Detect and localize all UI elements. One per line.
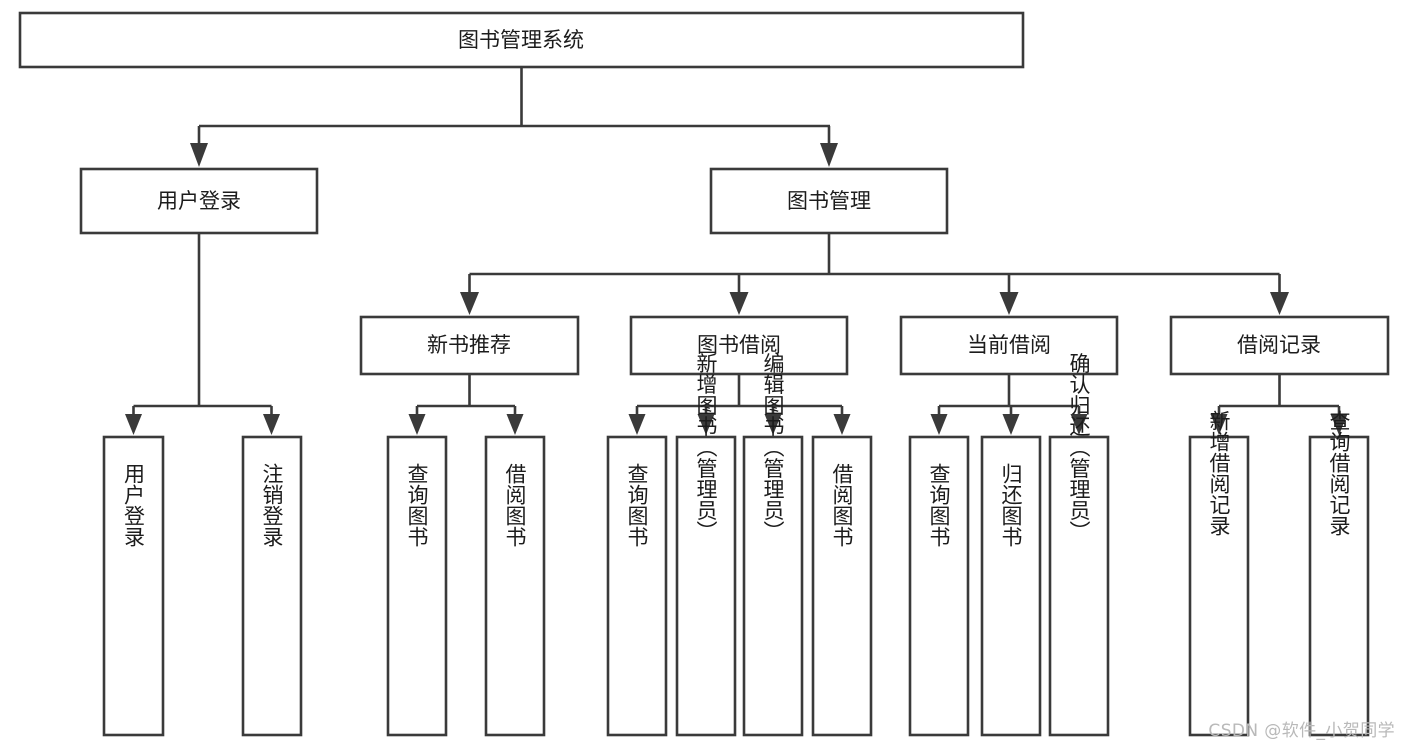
arrow-to-leaf-br-add — [1210, 414, 1228, 435]
node-user-login-label: 用户登录 — [157, 189, 241, 213]
arrow-to-leaf-rec-query — [408, 414, 426, 435]
leaf-br-add-label: 新增借阅记录 — [1207, 410, 1231, 536]
arrow-to-leaf-user-logout — [263, 414, 280, 435]
leaf-br-query-label: 查询借阅记录 — [1327, 410, 1351, 536]
node-book-borrow[interactable]: 图书借阅 — [629, 315, 849, 376]
arrow-to-leaf-bb-add — [697, 414, 715, 435]
arrow-to-level3-1 — [460, 292, 479, 315]
node-borrow-record-box[interactable] — [1169, 315, 1390, 376]
leaf-bb-edit-label: 编辑图书（管理员） — [761, 353, 785, 542]
leaf-user-login[interactable]: 用户登录 — [102, 435, 165, 737]
leaf-br-add[interactable]: 新增借阅记录 — [1188, 410, 1250, 737]
leaf-user-login-box[interactable] — [102, 435, 165, 737]
leaf-cb-confirm[interactable]: 确认归还（管理员） — [1048, 353, 1110, 737]
leaf-bb-edit-box[interactable] — [742, 435, 804, 737]
arrow-to-leaf-bb-borrow — [833, 414, 851, 435]
node-new-book-rec-label: 新书推荐 — [427, 333, 511, 357]
csdn-watermark: CSDN @软件_小贺同学 — [1208, 721, 1395, 741]
leaf-bb-query-label: 查询图书 — [625, 463, 649, 547]
arrow-to-leaf-bb-edit — [764, 414, 782, 435]
leaf-br-query[interactable]: 查询借阅记录 — [1308, 410, 1370, 737]
arrow-to-leaf-rec-borrow — [506, 414, 524, 435]
arrow-to-level3-2 — [729, 292, 749, 315]
leaf-rec-query-label: 查询图书 — [405, 463, 429, 547]
leaf-bb-query[interactable]: 查询图书 — [606, 435, 668, 737]
arrow-to-user-login — [190, 143, 208, 167]
edge-new-book-rec-trunk — [415, 374, 517, 424]
leaf-cb-query-box[interactable] — [908, 435, 970, 737]
arrow-to-leaf-cb-return — [1002, 414, 1020, 435]
leaf-rec-query[interactable]: 查询图书 — [386, 435, 448, 737]
leaf-rec-borrow[interactable]: 借阅图书 — [484, 435, 546, 737]
node-new-book-rec-box[interactable] — [359, 315, 580, 376]
node-new-book-rec[interactable]: 新书推荐 — [359, 315, 580, 376]
node-current-borrow[interactable]: 当前借阅 — [899, 315, 1119, 376]
edge-root-trunk — [197, 67, 831, 155]
arrow-to-leaf-bb-query — [628, 414, 646, 435]
node-book-manage[interactable]: 图书管理 — [709, 167, 949, 235]
node-user-login-box[interactable] — [79, 167, 319, 235]
node-book-borrow-box[interactable] — [629, 315, 849, 376]
node-book-manage-box[interactable] — [709, 167, 949, 235]
leaf-cb-confirm-label: 确认归还（管理员） — [1067, 353, 1091, 542]
leaf-cb-return[interactable]: 归还图书 — [980, 435, 1042, 737]
arrow-to-leaf-cb-confirm — [1070, 414, 1088, 435]
arrow-to-level3-4 — [1270, 292, 1289, 315]
leaf-user-logout-box[interactable] — [241, 435, 303, 737]
node-user-login[interactable]: 用户登录 — [79, 167, 319, 235]
arrow-to-book-manage — [820, 143, 838, 167]
leaf-cb-query[interactable]: 查询图书 — [908, 435, 970, 737]
edge-book-manage-trunk — [468, 233, 1281, 304]
leaf-cb-query-label: 查询图书 — [927, 463, 951, 547]
arrow-to-leaf-cb-query — [930, 414, 948, 435]
leaf-bb-edit[interactable]: 编辑图书（管理员） — [742, 353, 804, 737]
node-current-borrow-label: 当前借阅 — [967, 333, 1051, 357]
node-root-box[interactable] — [18, 11, 1025, 69]
leaf-cb-return-label: 归还图书 — [999, 463, 1023, 547]
node-book-borrow-label: 图书借阅 — [697, 333, 781, 357]
leaf-br-query-box[interactable] — [1308, 435, 1370, 737]
node-root-label: 图书管理系统 — [458, 28, 584, 52]
node-book-manage-label: 图书管理 — [787, 189, 871, 213]
leaf-user-logout[interactable]: 注销登录 — [241, 435, 303, 737]
leaf-bb-borrow-label: 借阅图书 — [830, 463, 854, 547]
leaf-rec-borrow-label: 借阅图书 — [503, 463, 527, 547]
leaf-bb-add-label: 新增图书（管理员） — [694, 353, 718, 542]
leaf-rec-borrow-box[interactable] — [484, 435, 546, 737]
leaf-cb-return-box[interactable] — [980, 435, 1042, 737]
leaf-user-logout-label: 注销登录 — [260, 463, 284, 547]
leaf-br-add-box[interactable] — [1188, 435, 1250, 737]
leaf-user-login-label: 用户登录 — [122, 463, 146, 547]
node-borrow-record[interactable]: 借阅记录 — [1169, 315, 1390, 376]
node-current-borrow-box[interactable] — [899, 315, 1119, 376]
connector-layer — [125, 67, 1348, 435]
edge-borrow-record-trunk — [1217, 374, 1341, 424]
arrow-to-leaf-user-login — [125, 414, 142, 435]
leaf-bb-borrow[interactable]: 借阅图书 — [811, 435, 873, 737]
node-borrow-record-label: 借阅记录 — [1237, 333, 1321, 357]
leaf-bb-borrow-box[interactable] — [811, 435, 873, 737]
arrow-to-leaf-br-query — [1330, 414, 1348, 435]
leaf-rec-query-box[interactable] — [386, 435, 448, 737]
edge-user-login-trunk — [132, 233, 273, 424]
leaf-cb-confirm-box[interactable] — [1048, 435, 1110, 737]
arrow-to-level3-3 — [999, 292, 1019, 315]
edge-book-borrow-trunk — [635, 374, 844, 424]
leaf-bb-add-box[interactable] — [675, 435, 737, 737]
leaf-bb-query-box[interactable] — [606, 435, 668, 737]
node-root[interactable]: 图书管理系统 — [18, 11, 1025, 69]
leaf-bb-add[interactable]: 新增图书（管理员） — [675, 353, 737, 737]
